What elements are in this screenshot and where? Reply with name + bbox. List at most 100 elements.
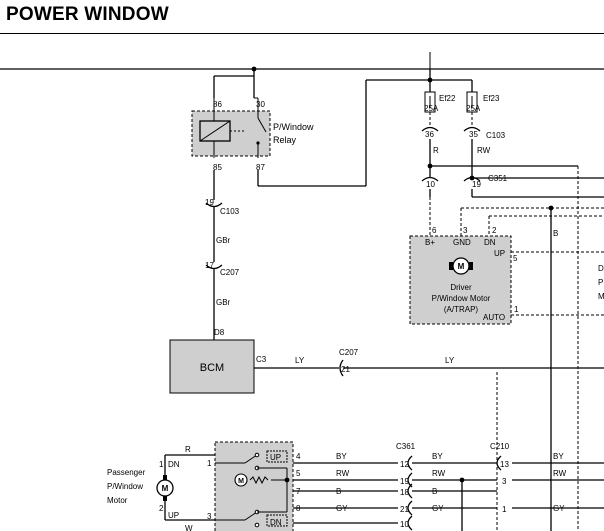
bcm-pin-d8: D8 <box>214 328 225 337</box>
c103-label: C103 <box>220 207 240 216</box>
offpage-d: D <box>598 264 604 273</box>
c210-pin-row1: 13 <box>500 460 509 469</box>
passenger-label-3: Motor <box>107 496 128 505</box>
driver-motor-feeds: 6 3 2 B <box>432 205 604 531</box>
c103-pin-36: 36 <box>425 130 434 139</box>
row2-color: RW <box>336 469 350 478</box>
c103-pin-35: 35 <box>469 130 478 139</box>
motor-pin-3: 3 <box>463 226 468 235</box>
switch-dn: DN <box>270 518 282 527</box>
offpage-p: P <box>598 278 603 287</box>
wire-ly-1: LY <box>295 356 305 365</box>
top-power-bus <box>0 52 604 98</box>
driver-motor-label-3: (A/TRAP) <box>444 305 479 314</box>
row4-color: GY <box>336 504 348 513</box>
passenger-motor-up: UP <box>168 511 179 520</box>
row1-color3: BY <box>553 452 564 461</box>
relay-85-wire: 19 C103 GBr 17 C207 GBr D8 <box>205 170 240 340</box>
c351-label: C351 <box>488 174 508 183</box>
fuse-ef22: Ef22 25A <box>424 91 456 113</box>
passenger-motor-pin1: 1 <box>159 460 164 469</box>
wire-gbr-2: GBr <box>216 298 231 307</box>
wire-rw-fuse: RW <box>477 146 491 155</box>
switch-motor-symbol: M <box>238 478 244 485</box>
c207-pin-21: 21 <box>341 365 350 374</box>
row3-color: B <box>336 487 341 496</box>
c207-label-mid: C207 <box>339 348 359 357</box>
row4-color2: GY <box>432 504 444 513</box>
driver-motor-label-2: P/Window Motor <box>432 294 491 303</box>
wire-b-right: B <box>553 229 558 238</box>
driver-motor-dn: DN <box>484 238 496 247</box>
relay-pin-85: 85 <box>213 163 222 172</box>
wire-r-passenger: R <box>185 445 191 454</box>
row1-color: BY <box>336 452 347 461</box>
offpage-labels: D P M <box>598 264 604 301</box>
driver-motor-bplus: B+ <box>425 238 435 247</box>
bcm-pin-c3: C3 <box>256 355 267 364</box>
c207-pin-17: 17 <box>205 261 214 270</box>
row3-pin: 7 <box>296 487 301 496</box>
passenger-motor-symbol: M <box>162 484 169 493</box>
c361-label: C361 <box>396 442 416 451</box>
row1-pin: 4 <box>296 452 301 461</box>
c210-pin-row2: 3 <box>502 477 507 486</box>
passenger-window-switch: 1 3 UP DN M <box>207 441 294 531</box>
bcm-label: BCM <box>200 362 224 374</box>
fuse-ef22-label: Ef22 <box>439 94 456 103</box>
row2-pin: 5 <box>296 469 301 478</box>
row1-color2: BY <box>432 452 443 461</box>
wire-r-fuse: R <box>433 146 439 155</box>
relay-output-wire <box>257 69 473 187</box>
bcm-module: BCM C3 LY C207 21 LY <box>169 339 604 394</box>
driver-window-motor: B+ GND DN UP AUTO M Driver P/Window Moto… <box>409 166 604 531</box>
c103-pin-19: 19 <box>205 198 214 207</box>
row2-color2: RW <box>432 469 446 478</box>
c210-label: C210 <box>490 442 510 451</box>
c361-pin-row1: 12 <box>400 460 409 469</box>
fuse-output-wires: 36 35 C103 R RW 10 19 C351 <box>421 112 604 236</box>
relay-pin-87: 87 <box>256 163 265 172</box>
fuse-ef23-label: Ef23 <box>483 94 500 103</box>
c210-pin-row5: 1 <box>502 505 507 514</box>
driver-motor-auto: AUTO <box>483 313 505 322</box>
relay-label-line2: Relay <box>273 135 297 145</box>
c207-label-left: C207 <box>220 268 240 277</box>
switch-up: UP <box>270 453 281 462</box>
switch-pin3: 3 <box>207 512 212 521</box>
row3-color2: B <box>432 487 437 496</box>
c361-pin-row5: 10 <box>400 520 409 529</box>
relay-label-line1: P/Window <box>273 122 314 132</box>
passenger-label-1: Passenger <box>107 468 146 477</box>
c103-top-label: C103 <box>486 131 506 140</box>
harness-rows: 4 5 7 8 BY RW B GY C361 12 19 18 21 10 B… <box>293 372 604 531</box>
driver-motor-symbol: M <box>458 262 465 271</box>
motor-pin-6: 6 <box>432 226 437 235</box>
fuse-ef23: Ef23 25A <box>466 91 500 113</box>
passenger-label-2: P/Window <box>107 482 143 491</box>
motor-pin-2: 2 <box>492 226 497 235</box>
wire-ly-2: LY <box>445 356 455 365</box>
driver-motor-label-1: Driver <box>450 283 472 292</box>
row2-color3: RW <box>553 469 567 478</box>
relay-pin-30: 30 <box>256 100 265 109</box>
c361-pin-row2: 19 <box>400 477 409 486</box>
passenger-window-motor: Passenger P/Window Motor M 1 DN 2 UP R W <box>107 445 215 531</box>
c361-pin-row3: 18 <box>400 488 409 497</box>
driver-motor-gnd: GND <box>453 238 471 247</box>
row4-pin: 8 <box>296 504 301 513</box>
driver-motor-pin-5: 5 <box>513 254 518 263</box>
driver-motor-up: UP <box>494 249 505 258</box>
offpage-m: M <box>598 292 604 301</box>
wire-gbr-1: GBr <box>216 236 231 245</box>
fuse-ef22-rating: 25A <box>424 104 439 113</box>
driver-motor-pin-1: 1 <box>514 305 519 314</box>
c361-pin-row4: 21 <box>400 505 409 514</box>
switch-pin1: 1 <box>207 459 212 468</box>
relay-pin-86: 86 <box>213 100 222 109</box>
wire-w-passenger: W <box>185 524 193 531</box>
page-title: POWER WINDOW <box>6 4 169 25</box>
pwindow-relay: 86 30 85 87 P/Window Relay <box>191 97 314 172</box>
passenger-motor-pin2: 2 <box>159 504 164 513</box>
c351-pin-10: 10 <box>426 180 435 189</box>
